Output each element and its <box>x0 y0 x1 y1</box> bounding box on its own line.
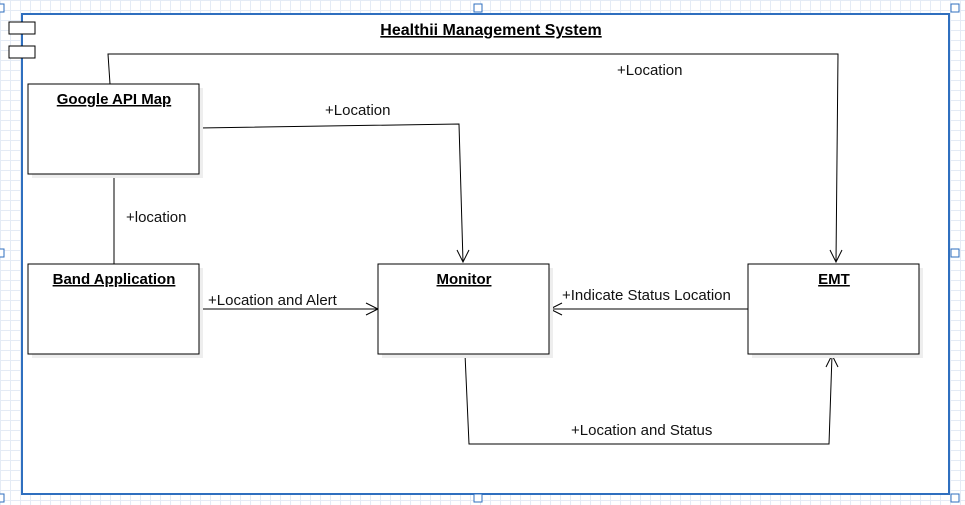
node-google-api-map[interactable]: Google API Map <box>27 83 203 178</box>
node-band-application[interactable]: Band Application <box>27 263 203 358</box>
label-google-to-band[interactable]: +location <box>126 209 186 226</box>
component-tab-top <box>8 21 36 35</box>
handle-middle-left[interactable] <box>0 248 5 258</box>
label-band-to-monitor[interactable]: +Location and Alert <box>208 292 338 309</box>
handle-bottom-right[interactable] <box>950 493 960 503</box>
edge-google-to-monitor[interactable] <box>198 123 464 263</box>
node-monitor[interactable]: Monitor <box>377 263 553 358</box>
handle-top-left[interactable] <box>0 3 5 13</box>
handle-top-middle[interactable] <box>473 3 483 13</box>
edge-monitor-to-emt[interactable] <box>464 353 833 445</box>
node-box[interactable] <box>747 263 920 355</box>
node-title: Band Application <box>53 271 176 288</box>
label-emt-to-monitor[interactable]: +Indicate Status Location <box>562 287 731 304</box>
arrowhead-google-to-emt <box>829 249 843 264</box>
node-emt[interactable]: EMT <box>747 263 923 358</box>
selection-handles <box>0 3 960 503</box>
node-box[interactable] <box>27 83 200 175</box>
node-title: EMT <box>818 271 850 288</box>
system-title: Healthii Management System <box>380 22 601 39</box>
node-title: Monitor <box>437 271 492 288</box>
edge-google-to-emt[interactable] <box>107 53 839 263</box>
label-monitor-to-emt[interactable]: +Location and Status <box>571 422 712 439</box>
handle-bottom-left[interactable] <box>0 493 5 503</box>
edge-labels: +Location +Location +location +Location … <box>126 62 731 439</box>
handle-bottom-middle[interactable] <box>473 493 483 503</box>
node-box[interactable] <box>27 263 200 355</box>
node-box[interactable] <box>377 263 550 355</box>
label-google-to-monitor[interactable]: +Location <box>325 102 390 119</box>
arrowhead-google-to-monitor <box>456 249 470 264</box>
handle-top-right[interactable] <box>950 3 960 13</box>
node-title: Google API Map <box>57 91 171 108</box>
label-google-to-emt[interactable]: +Location <box>617 62 682 79</box>
component-tab-bottom <box>8 45 36 59</box>
handle-middle-right[interactable] <box>950 248 960 258</box>
